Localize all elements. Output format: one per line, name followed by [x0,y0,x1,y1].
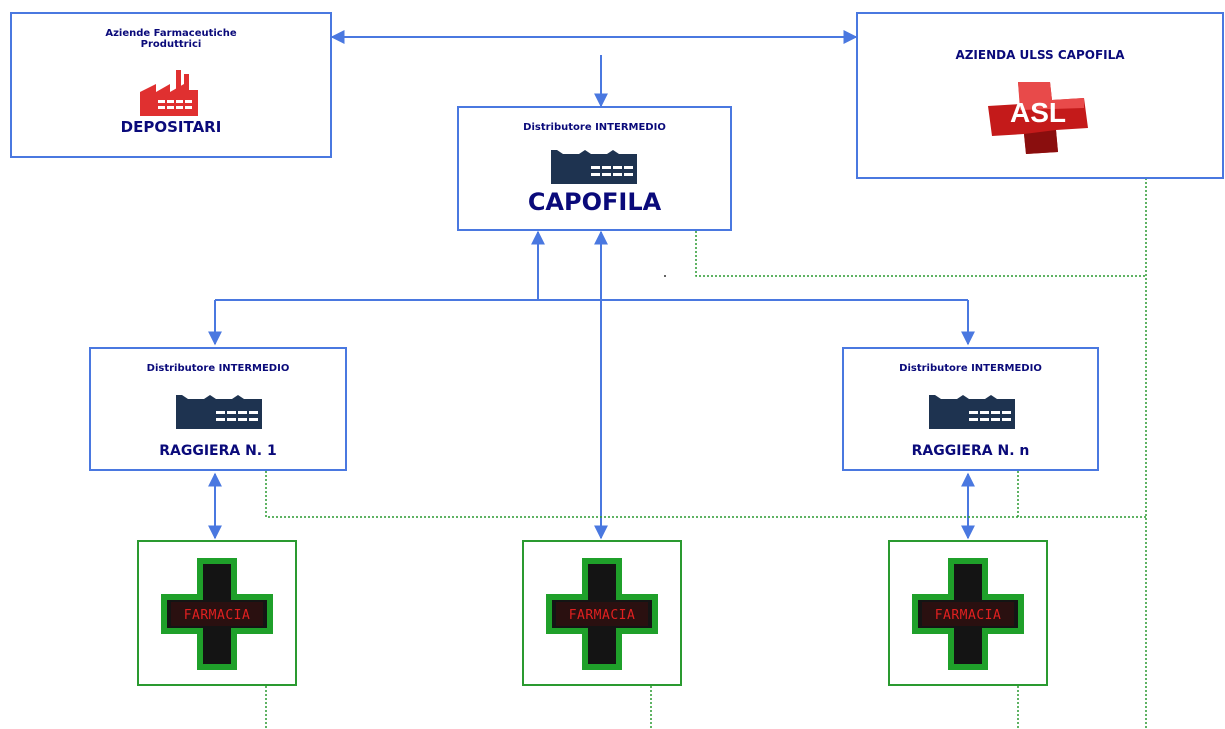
depositari-title-line2: Produttrici [140,39,202,50]
capofila-subtitle: Distributore INTERMEDIO [523,122,666,133]
raggiera-n-box: Distributore INTERMEDIO RAGGIERA N. n [842,347,1099,471]
red-factory-icon [140,70,198,116]
asl-title: AZIENDA ULSS CAPOFILA [955,48,1125,62]
raggiera-n-subtitle: Distributore INTERMEDIO [899,363,1042,374]
pharmacy-box-2: FARMACIA [522,540,682,686]
asl-red-cross-logo: ASL [988,82,1088,154]
depositari-box: Aziende Farmaceutiche Produttrici DEPOSI… [10,12,332,158]
pharmacy-sign-text: FARMACIA [935,608,1002,623]
capofila-box: Distributore INTERMEDIO CAPOFILA [457,106,732,231]
pharmacy-cross-sign-icon: FARMACIA [546,558,658,670]
pharmacy-sign-text: FARMACIA [184,608,251,623]
raggiera-n-label: RAGGIERA N. n [911,443,1030,459]
pharmacy-box-1: FARMACIA [137,540,297,686]
raggiera-1-subtitle: Distributore INTERMEDIO [146,363,290,374]
dark-factory-icon [176,395,262,429]
pharmacy-box-3: FARMACIA [888,540,1048,686]
pharmacy-sign-text: FARMACIA [569,608,636,623]
dark-factory-icon [551,150,637,184]
capofila-label: CAPOFILA [527,188,662,216]
depositari-label: DEPOSITARI [120,118,222,136]
asl-box: AZIENDA ULSS CAPOFILA ASL [856,12,1224,179]
pharmacy-cross-sign-icon: FARMACIA [912,558,1024,670]
pharmacy-cross-sign-icon: FARMACIA [161,558,273,670]
dark-factory-icon [929,395,1015,429]
depositari-title-line1: Aziende Farmaceutiche [105,28,237,39]
dotted-control-lines [265,178,1147,729]
raggiera-1-label: RAGGIERA N. 1 [159,443,277,459]
raggiera-1-box: Distributore INTERMEDIO RAGGIERA N. 1 [89,347,347,471]
asl-logo-text: ASL [1010,97,1066,128]
